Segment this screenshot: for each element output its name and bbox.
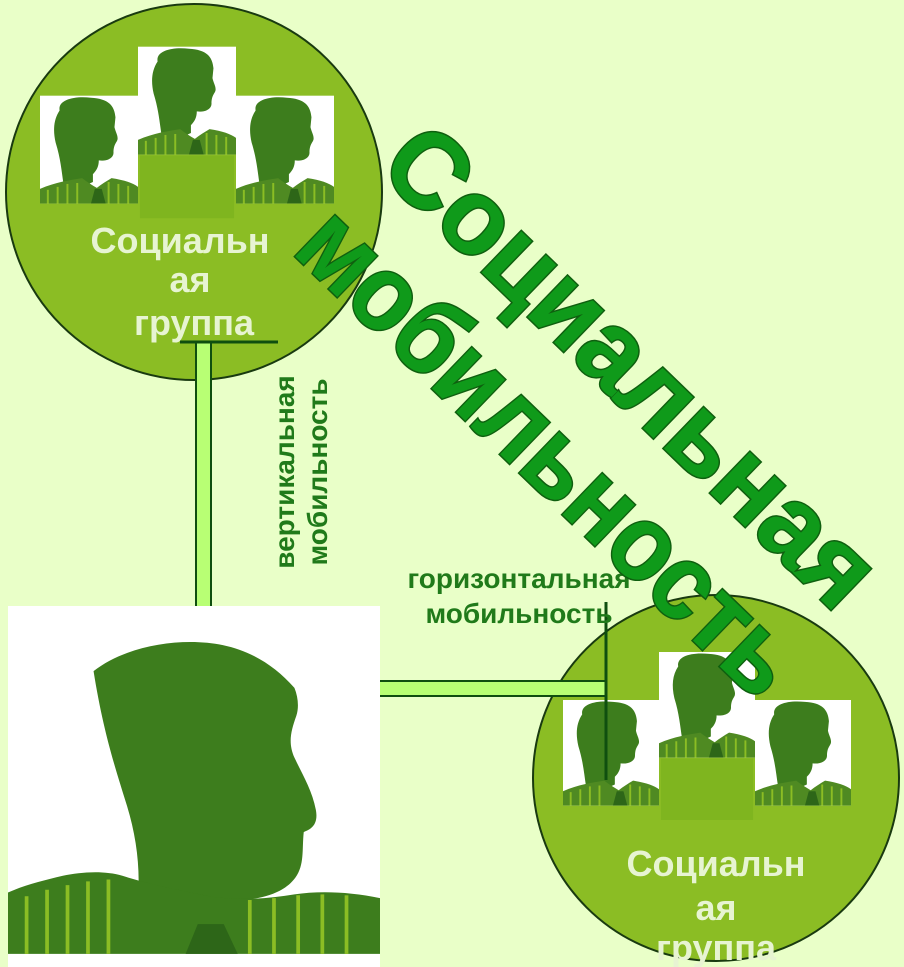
horizontal-connector [335, 602, 608, 780]
vertical-mobility-label-line-2: мобильность [302, 378, 333, 565]
top-group-label-line-1: Социальн [90, 220, 269, 261]
horizontal-mobility-label: горизонтальная мобильность [407, 563, 630, 629]
vertical-mobility-label: вертикальная мобильность [269, 375, 333, 568]
bottom-group-label-line-1: Социальн [626, 843, 805, 884]
horizontal-mobility-label-line-2: мобильность [425, 598, 612, 629]
vertical-connector [180, 340, 278, 609]
bottom-group-label-line-2: ая [695, 887, 736, 928]
bottom-social-group: Социальн ая группа [532, 594, 900, 967]
bottom-group-label-line-3: группа [656, 927, 777, 967]
person-silhouette-icon [8, 619, 380, 954]
vertical-mobility-label-line-1: вертикальная [269, 375, 300, 568]
top-social-group: Социальн ая группа [5, 3, 383, 381]
horizontal-mobility-label-line-1: горизонтальная [407, 563, 630, 594]
top-group-label-line-2: ая [169, 259, 210, 300]
large-person [8, 606, 380, 967]
top-group-label-line-3: группа [134, 302, 255, 343]
